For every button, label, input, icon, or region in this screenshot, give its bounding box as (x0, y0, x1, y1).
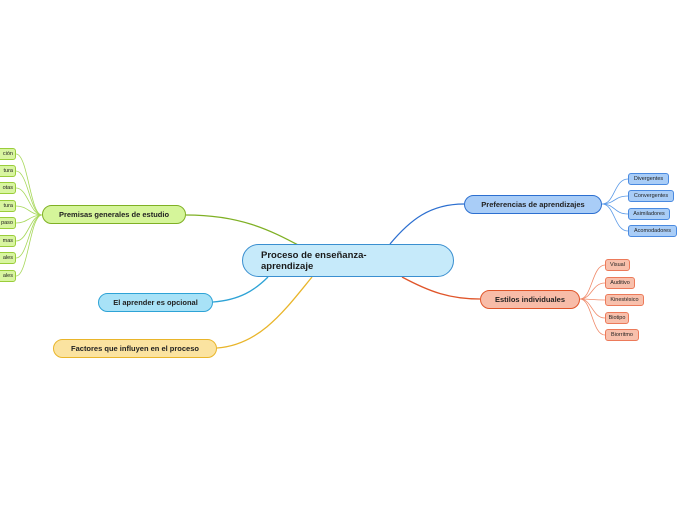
connector-preferencias-sub-2 (601, 195, 629, 205)
subtopic-premisas-5[interactable]: paso (0, 217, 16, 229)
subtopic-premisas-7[interactable]: ales (0, 252, 16, 264)
topic-premisas[interactable]: Premisas generales de estudio (42, 205, 186, 224)
subtopic-estilos-3[interactable]: Kinestésico (605, 294, 644, 306)
connector-factores (216, 276, 313, 349)
subtopic-preferencias-2[interactable]: Convergentes (628, 190, 674, 202)
connector-premisas-sub-1 (15, 153, 43, 216)
connector-preferencias-sub-3 (601, 203, 629, 215)
connector-premisas-sub-4 (15, 205, 43, 216)
subtopic-premisas-1[interactable]: ción (0, 148, 16, 160)
subtopic-premisas-4[interactable]: tura (0, 200, 16, 212)
connector-preferencias-sub-1 (601, 178, 629, 205)
topic-estilos[interactable]: Estilos individuales (480, 290, 580, 309)
connector-premisas-sub-8 (15, 214, 43, 277)
connector-preferencias-sub-4 (601, 203, 629, 232)
connector-estilos-sub-1 (579, 264, 606, 300)
connector-premisas-sub-3 (15, 187, 43, 216)
subtopic-estilos-1[interactable]: Visual (605, 259, 630, 271)
central-topic[interactable]: Proceso de enseñanza- aprendizaje (242, 244, 454, 277)
connector-estilos (401, 276, 481, 300)
connector-estilos-sub-2 (579, 282, 606, 300)
subtopic-premisas-6[interactable]: mas (0, 235, 16, 247)
connector-premisas-sub-2 (15, 170, 43, 216)
connector-preferencias (389, 203, 465, 245)
topic-aprender[interactable]: El aprender es opcional (98, 293, 213, 312)
subtopic-premisas-2[interactable]: tura (0, 165, 16, 177)
connector-premisas-sub-7 (15, 214, 43, 259)
subtopic-premisas-3[interactable]: otas (0, 182, 16, 194)
topic-preferencias[interactable]: Preferencias de aprendizajes (464, 195, 602, 214)
connector-estilos-sub-4 (579, 298, 606, 319)
subtopic-estilos-2[interactable]: Auditivo (605, 277, 635, 289)
connector-premisas (185, 214, 301, 247)
subtopic-preferencias-3[interactable]: Asimiladores (628, 208, 670, 220)
subtopic-preferencias-4[interactable]: Acomodadores (628, 225, 677, 237)
topic-factores[interactable]: Factores que influyen en el proceso (53, 339, 217, 358)
central-topic-line1: Proceso de enseñanza- (261, 249, 367, 261)
connector-aprender (212, 276, 269, 303)
subtopic-estilos-4[interactable]: Biotipo (605, 312, 629, 324)
connector-estilos-sub-5 (579, 298, 606, 336)
subtopic-preferencias-1[interactable]: Divergentes (628, 173, 669, 185)
subtopic-estilos-5[interactable]: Biorritmo (605, 329, 639, 341)
subtopic-premisas-8[interactable]: ales (0, 270, 16, 282)
central-topic-line2: aprendizaje (261, 260, 314, 272)
